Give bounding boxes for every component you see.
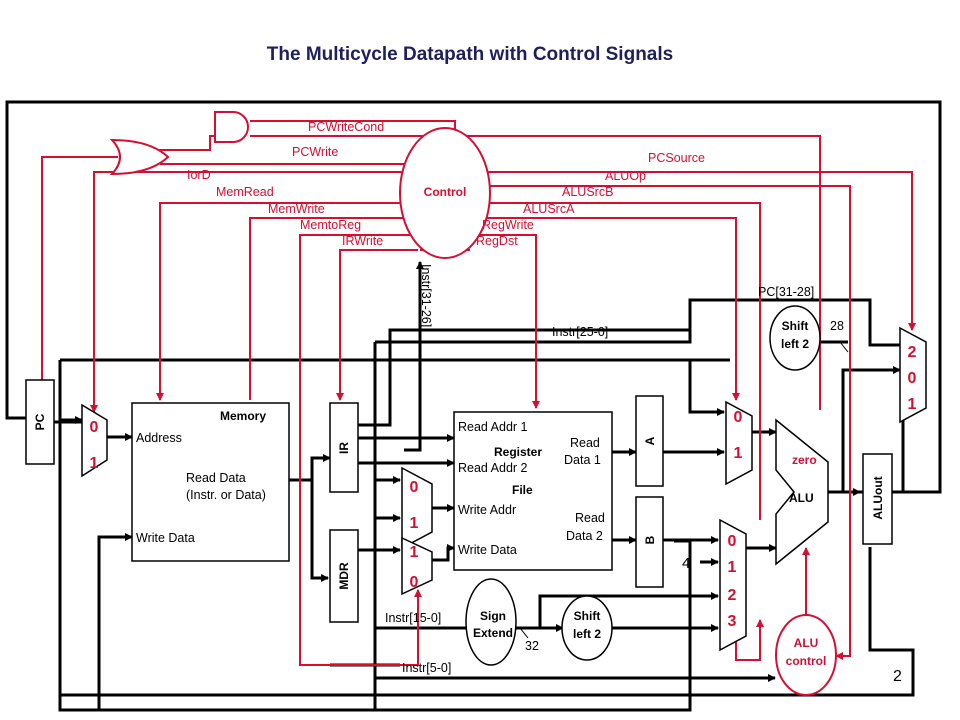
and-gate <box>214 111 249 143</box>
alu-zero-label: zero <box>792 453 817 467</box>
signal-pcwritecond: PCWriteCond <box>308 120 384 134</box>
signal-memread: MemRead <box>216 185 274 199</box>
control-wires <box>38 120 916 666</box>
rf-title-register: Register <box>494 445 542 459</box>
signal-regdst: RegDst <box>476 234 518 248</box>
rf-read-addr-1: Read Addr 1 <box>458 420 528 434</box>
rf-read-addr-2: Read Addr 2 <box>458 461 528 475</box>
rf-read-data-1-b: Data 1 <box>564 453 601 467</box>
regdst-mux: 0 1 <box>401 466 433 550</box>
or-gate <box>109 138 170 176</box>
label-instr-15-0: Instr[15-0] <box>385 611 441 625</box>
register-a-label: A <box>643 436 657 445</box>
memory-write-data-port: Write Data <box>136 531 195 545</box>
rf-write-data: Write Data <box>458 543 517 557</box>
shift-left-2-upper: Shift left 2 <box>769 305 821 371</box>
signal-irwrite: IRWrite <box>342 234 383 248</box>
label-instr-31-26: Instr[31-26] <box>419 264 433 327</box>
iord-mux-input-1: 1 <box>90 455 99 472</box>
signal-iord: IorD <box>187 168 211 182</box>
shift-left-upper-label-b: left 2 <box>781 337 809 351</box>
memory-data-register: MDR <box>329 529 359 623</box>
signal-aluop: ALUOp <box>605 169 646 183</box>
instruction-register: IR <box>329 402 359 493</box>
signal-pcwrite: PCWrite <box>292 145 338 159</box>
alusrcb-mux-input-2: 2 <box>728 587 737 604</box>
rf-read-data-1-a: Read <box>570 436 600 450</box>
regdst-mux-input-0: 0 <box>410 479 419 496</box>
rf-read-data-2-b: Data 2 <box>566 529 603 543</box>
pcsource-mux-input-2: 2 <box>908 344 917 361</box>
pc-register: PC <box>25 379 55 465</box>
alusrcb-mux-input-3: 3 <box>728 613 737 630</box>
alu-unit: ALU zero <box>775 418 829 566</box>
ir-label: IR <box>337 442 351 454</box>
sign-extend-unit: Sign Extend <box>465 578 517 666</box>
alu-label: ALU <box>789 491 814 505</box>
sign-extend-label-1: Sign <box>480 609 506 623</box>
pcsource-mux-input-0: 0 <box>908 370 917 387</box>
slide-title: The Multicycle Datapath with Control Sig… <box>267 44 673 65</box>
mdr-label: MDR <box>337 562 351 590</box>
alu-control-unit: ALU control <box>775 614 837 696</box>
memory-unit: Memory Address Read Data (Instr. or Data… <box>131 402 290 562</box>
alusrca-mux-input-0: 0 <box>734 409 743 426</box>
iord-mux: 0 1 <box>81 403 108 478</box>
memtoreg-mux-input-1: 1 <box>410 544 419 561</box>
shift-left-2-lower: Shift left 2 <box>561 595 613 661</box>
page-number: 2 <box>893 668 902 685</box>
pcsource-mux: 2 0 1 <box>899 326 927 424</box>
control-unit: Control <box>399 127 491 259</box>
alusrca-mux: 0 1 <box>725 400 753 486</box>
rf-write-addr: Write Addr <box>458 503 516 517</box>
register-file: Read Addr 1 Register Read Addr 2 File Wr… <box>453 411 613 571</box>
rf-title-file: File <box>512 483 533 497</box>
signal-alusrca: ALUSrcA <box>523 202 575 216</box>
label-instr-5-0: Instr[5-0] <box>402 661 451 675</box>
register-a: A <box>635 395 664 487</box>
memtoreg-mux-input-0: 0 <box>410 574 419 591</box>
datapath-wires <box>5 100 942 712</box>
pcsource-mux-input-1: 1 <box>908 396 917 413</box>
memory-read-data-sub: (Instr. or Data) <box>186 488 266 502</box>
signal-alusrcb: ALUSrcB <box>562 185 613 199</box>
shift-left-upper-label-a: Shift <box>782 319 809 333</box>
shift-left-lower-label-b: left 2 <box>573 627 601 641</box>
register-b: B <box>635 496 664 588</box>
register-b-label: B <box>643 535 657 544</box>
memory-address-port: Address <box>136 431 182 445</box>
alu-control-label-2: control <box>786 654 827 668</box>
memory-read-data-port: Read Data <box>186 471 246 485</box>
alusrca-mux-input-1: 1 <box>734 445 743 462</box>
alu-control-label-1: ALU <box>794 636 819 650</box>
sign-extend-label-2: Extend <box>473 626 513 640</box>
label-28-bits: 28 <box>830 319 844 333</box>
signal-pcsource: PCSource <box>648 151 705 165</box>
aluout-register: ALUout <box>862 453 893 545</box>
alusrcb-mux-input-1: 1 <box>728 559 737 576</box>
control-label: Control <box>424 185 467 199</box>
memory-title: Memory <box>220 409 266 423</box>
label-32-bits: 32 <box>525 639 539 653</box>
pc-label: PC <box>33 413 47 430</box>
iord-mux-input-0: 0 <box>90 419 99 436</box>
memtoreg-mux: 1 0 <box>401 536 433 596</box>
signal-memtoreg: MemtoReg <box>300 218 361 232</box>
alusrcb-mux-input-0: 0 <box>728 533 737 550</box>
rf-read-data-2-a: Read <box>575 511 605 525</box>
signal-regwrite: RegWrite <box>482 218 534 232</box>
label-instr-25-0: Instr[25-0] <box>552 325 608 339</box>
label-constant-4: 4 <box>682 555 690 572</box>
aluout-label: ALUout <box>871 476 885 519</box>
signal-memwrite: MemWrite <box>268 202 325 216</box>
regdst-mux-input-1: 1 <box>410 515 419 532</box>
shift-left-lower-label-a: Shift <box>574 609 601 623</box>
alusrcb-mux: 0 1 2 3 <box>719 518 747 652</box>
label-pc-31-28: PC[31-28] <box>758 285 814 299</box>
